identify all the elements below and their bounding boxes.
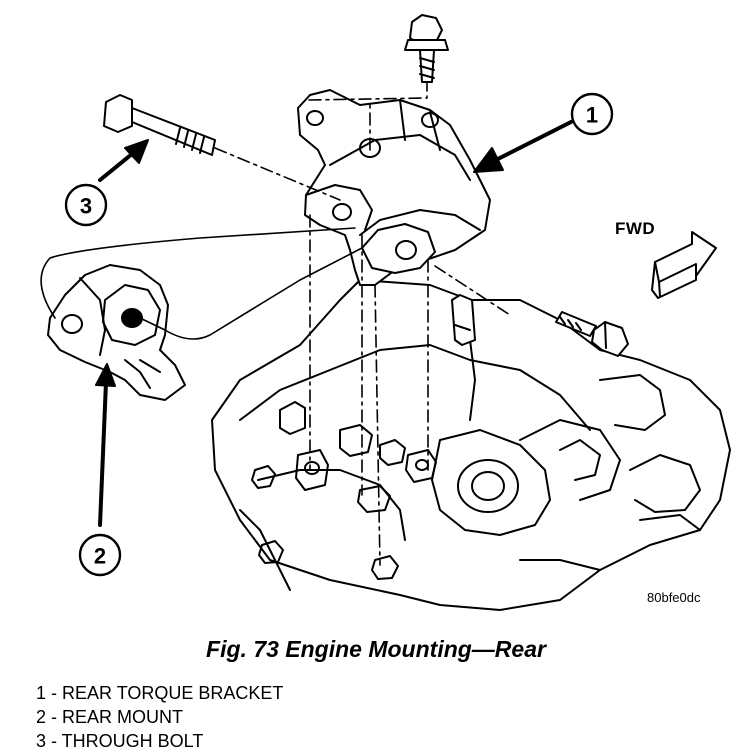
callout-circle-3	[64, 183, 108, 227]
callout-arrow-3	[98, 152, 134, 182]
callout-arrow-2	[98, 380, 108, 527]
callout-circles	[64, 92, 614, 577]
legend-item-3: 3 - THROUGH BOLT	[36, 731, 204, 751]
mounting-bolt-right	[555, 311, 629, 357]
mount-leader-lines	[40, 227, 363, 340]
legend: 1 - REAR TORQUE BRACKET 2 - REAR MOUNT 3…	[36, 681, 283, 753]
figure-caption: Fig. 73 Engine Mounting—Rear	[206, 636, 546, 662]
transaxle-housing	[211, 279, 731, 611]
image-id: 80bfe0dc	[647, 590, 701, 605]
assembly-guide-lines	[214, 81, 511, 566]
rear-mount	[47, 264, 186, 401]
fwd-direction-arrow	[651, 231, 717, 299]
callout-arrow-1	[490, 120, 573, 164]
callout-circle-1	[570, 92, 614, 136]
callout-number-1: 1	[586, 103, 598, 128]
callout-number-2: 2	[94, 544, 106, 569]
fwd-label: FWD	[615, 219, 656, 238]
callout-circle-2	[78, 533, 122, 577]
through-bolt	[103, 94, 216, 156]
legend-item-1: 1 - REAR TORQUE BRACKET	[36, 683, 284, 703]
callout-numbers: 1 3 2	[80, 103, 598, 569]
callout-number-3: 3	[80, 194, 92, 219]
top-bolt	[404, 14, 449, 83]
callout-arrows	[95, 120, 573, 527]
legend-item-2: 2 - REAR MOUNT	[36, 707, 184, 727]
rear-torque-bracket	[297, 89, 491, 286]
